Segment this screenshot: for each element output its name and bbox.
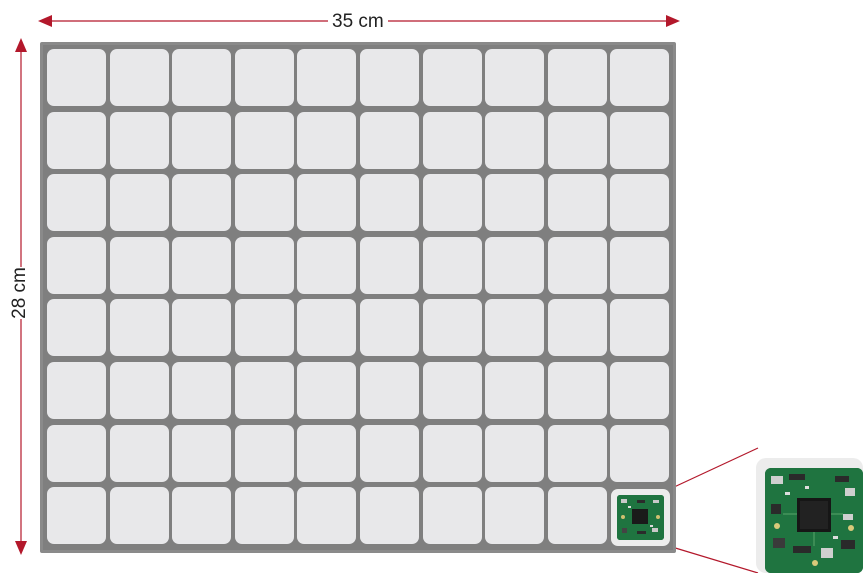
grid-cell[interactable] <box>47 425 106 482</box>
grid-cell[interactable] <box>485 299 544 356</box>
grid-cell[interactable] <box>235 425 294 482</box>
width-arrow-right-head <box>666 15 680 27</box>
zoom-connector-top <box>672 448 758 488</box>
grid-cell[interactable] <box>485 362 544 419</box>
height-label: 28 cm <box>10 267 30 319</box>
zoom-view <box>756 458 863 573</box>
grid-cell[interactable] <box>235 49 294 106</box>
grid-cell[interactable] <box>110 362 169 419</box>
grid-cell[interactable] <box>110 425 169 482</box>
grid-cell[interactable] <box>610 174 669 231</box>
zoomed-circuit-board-icon <box>765 468 863 573</box>
grid-cell[interactable] <box>47 299 106 356</box>
grid-cell[interactable] <box>235 487 294 544</box>
grid-cell[interactable] <box>360 487 419 544</box>
grid-cell[interactable] <box>610 362 669 419</box>
grid-cell[interactable] <box>610 49 669 106</box>
grid-cell[interactable] <box>47 237 106 294</box>
grid-cell[interactable] <box>423 174 482 231</box>
circuit-board-icon <box>617 495 664 540</box>
height-arrow-bottom-head <box>15 541 27 555</box>
grid-cell[interactable] <box>235 299 294 356</box>
grid-cell[interactable] <box>172 425 231 482</box>
pcb-cell[interactable] <box>611 489 670 546</box>
grid-cell[interactable] <box>548 112 607 169</box>
grid-cell[interactable] <box>235 174 294 231</box>
grid-cell[interactable] <box>360 362 419 419</box>
grid-cell[interactable] <box>297 49 356 106</box>
grid-cell[interactable] <box>423 425 482 482</box>
grid-cell[interactable] <box>47 112 106 169</box>
grid-cell[interactable] <box>610 237 669 294</box>
grid-cell[interactable] <box>297 299 356 356</box>
grid-cell[interactable] <box>172 237 231 294</box>
grid-cell[interactable] <box>610 112 669 169</box>
grid-cell[interactable] <box>548 237 607 294</box>
grid-cell[interactable] <box>485 112 544 169</box>
grid-cell[interactable] <box>548 174 607 231</box>
grid-cell[interactable] <box>172 49 231 106</box>
grid-cell[interactable] <box>485 487 544 544</box>
grid-cell[interactable] <box>297 487 356 544</box>
grid-cell[interactable] <box>110 112 169 169</box>
grid-cell[interactable] <box>360 237 419 294</box>
grid-cell[interactable] <box>423 112 482 169</box>
grid-cell[interactable] <box>172 362 231 419</box>
grid-cell[interactable] <box>172 174 231 231</box>
grid-cell[interactable] <box>610 299 669 356</box>
grid-cell[interactable] <box>360 299 419 356</box>
grid-cell[interactable] <box>297 425 356 482</box>
grid-cell[interactable] <box>360 425 419 482</box>
zoom-connector-bottom <box>672 547 758 573</box>
grid-cell[interactable] <box>423 237 482 294</box>
grid-cell[interactable] <box>47 49 106 106</box>
grid-cell[interactable] <box>423 487 482 544</box>
grid-cell[interactable] <box>172 112 231 169</box>
height-arrow-top-head <box>15 38 27 52</box>
grid-cell[interactable] <box>110 237 169 294</box>
grid-cell[interactable] <box>423 49 482 106</box>
grid-cell[interactable] <box>610 425 669 482</box>
grid-cell[interactable] <box>485 237 544 294</box>
grid-cell[interactable] <box>47 487 106 544</box>
grid-cell[interactable] <box>548 299 607 356</box>
grid-cell[interactable] <box>548 49 607 106</box>
grid-cell[interactable] <box>423 299 482 356</box>
width-label: 35 cm <box>328 12 388 32</box>
grid-cell[interactable] <box>548 487 607 544</box>
grid-cell[interactable] <box>360 49 419 106</box>
grid-cell[interactable] <box>110 49 169 106</box>
grid-cell[interactable] <box>297 362 356 419</box>
grid-cell[interactable] <box>360 174 419 231</box>
grid-cell[interactable] <box>485 425 544 482</box>
grid-cell[interactable] <box>47 174 106 231</box>
grid-cell[interactable] <box>110 487 169 544</box>
grid-cell[interactable] <box>297 237 356 294</box>
grid-cell[interactable] <box>485 174 544 231</box>
grid-cell[interactable] <box>235 112 294 169</box>
grid-cell[interactable] <box>172 299 231 356</box>
grid-cell[interactable] <box>47 362 106 419</box>
width-arrow-left-head <box>38 15 52 27</box>
grid-cell[interactable] <box>423 362 482 419</box>
grid-cell[interactable] <box>172 487 231 544</box>
grid-cell[interactable] <box>297 174 356 231</box>
grid-cell[interactable] <box>110 174 169 231</box>
grid-cell[interactable] <box>297 112 356 169</box>
grid-cell[interactable] <box>548 425 607 482</box>
grid-cell[interactable] <box>235 237 294 294</box>
grid-cell[interactable] <box>360 112 419 169</box>
grid-cell[interactable] <box>110 299 169 356</box>
grid-cell[interactable] <box>485 49 544 106</box>
grid-cell[interactable] <box>548 362 607 419</box>
grid-cell[interactable] <box>235 362 294 419</box>
